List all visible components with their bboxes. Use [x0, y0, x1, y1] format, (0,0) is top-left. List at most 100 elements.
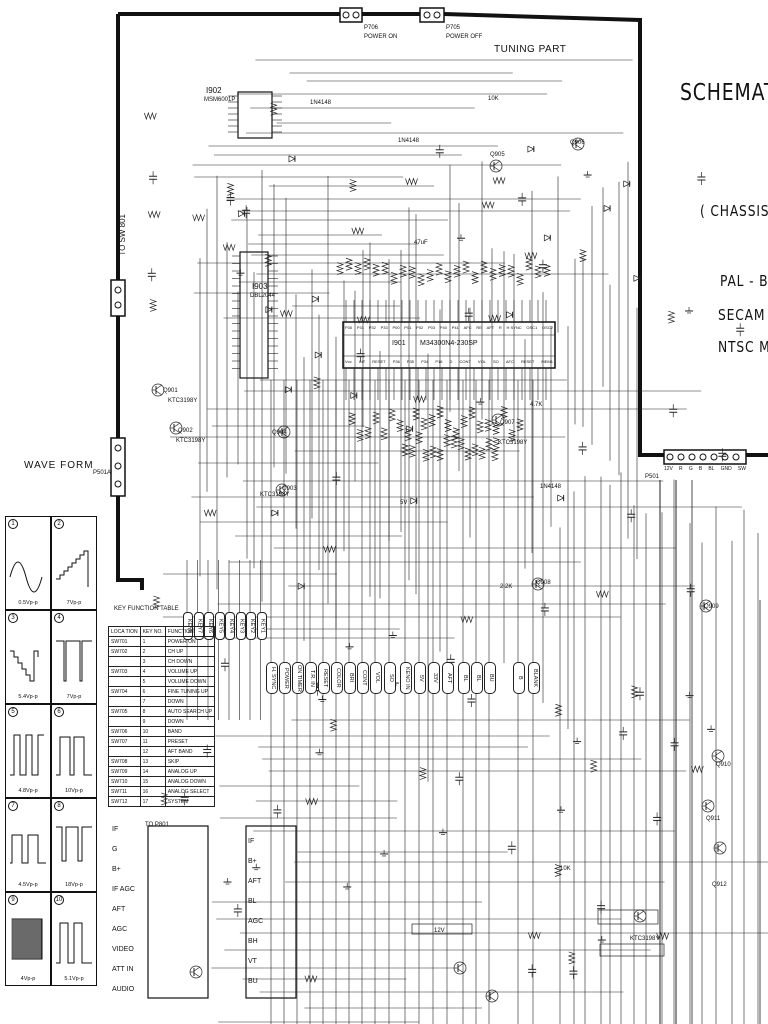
i901-pin: P34 [421, 359, 429, 364]
component-value: 2.2K [500, 584, 513, 590]
wire [143, 111, 157, 121]
system-pal: PAL - B [720, 272, 768, 290]
wire [535, 584, 543, 590]
kft-cell [108, 696, 141, 707]
wire [490, 448, 499, 462]
bus-pin-label: VOL [370, 662, 382, 694]
wire [284, 386, 293, 394]
kft-cell: SW709 [108, 766, 141, 777]
kft-cell: SW703 [108, 666, 141, 677]
wire [567, 951, 576, 965]
kft-cell: SW710 [108, 776, 141, 787]
wire [460, 615, 474, 624]
kft-cell: 10 [139, 726, 166, 737]
wire [506, 311, 514, 319]
bus-pin-label: ON TIMER [292, 662, 304, 694]
to-sw801-label: TO SW 801 [118, 214, 127, 256]
bus-pin-label: 5V [414, 662, 426, 694]
wire [717, 842, 725, 848]
wire [380, 261, 390, 275]
schematic-title: SCHEMATIC [680, 80, 768, 106]
component-value: 4.7K [530, 402, 543, 408]
tuner-io-label: IF AGC [112, 886, 135, 893]
wire [483, 418, 493, 432]
waveform-number: 2 [54, 519, 64, 529]
kft-cell: DOWN [164, 716, 216, 727]
i901-pin: P02 [416, 325, 424, 330]
wire [314, 351, 322, 359]
wire [425, 269, 435, 282]
i901-pin: P36 [392, 359, 400, 364]
key-function-table-title: KEY FUNCTION TABLE [114, 606, 179, 612]
waveform-trace [56, 550, 89, 587]
wire [435, 405, 445, 419]
tuner-right-label: AGC [248, 918, 264, 925]
wire [633, 274, 641, 282]
wire [703, 600, 711, 606]
i901-pin: P33 [380, 325, 388, 330]
waveform-number: 8 [54, 801, 64, 811]
kft-cell: 7 [139, 696, 166, 707]
wire [428, 445, 438, 459]
i902-ref: I902 [206, 86, 222, 95]
p501-label: P501 [645, 474, 660, 480]
kft-cell: 16 [139, 786, 166, 797]
waveform-amplitude: 7Vp-p [66, 694, 82, 700]
wire [281, 432, 289, 438]
waveform-cell: 4 7Vp-p [51, 610, 97, 704]
i901-pin: R [498, 325, 502, 330]
wire [279, 490, 287, 496]
chassis-label: ( CHASSIS [700, 202, 768, 220]
waveform-amplitude: 0.5Vp-p [18, 600, 38, 606]
wire [387, 408, 397, 422]
kft-cell: 3 [139, 656, 166, 667]
wire [414, 431, 424, 445]
bus-pin-label: BL [471, 662, 483, 694]
i901-pin: P35 [406, 359, 415, 364]
wire [238, 210, 246, 218]
wire [305, 797, 319, 806]
wire [637, 910, 645, 916]
wire [271, 509, 279, 517]
transistor-ref: Q903 [282, 486, 297, 492]
wire [435, 448, 445, 461]
wire [416, 273, 426, 287]
wire [353, 262, 363, 275]
wire [443, 270, 453, 284]
wire [407, 265, 417, 279]
wire [493, 166, 501, 172]
tuner-io-label: AFT [112, 906, 126, 913]
kft-header-key: KEY NO. [139, 626, 166, 637]
i901-pin: AFT [486, 325, 495, 330]
power-on-connector [339, 7, 363, 23]
waveform-amplitude: 4.8Vp-p [18, 788, 38, 794]
signal-box [597, 909, 659, 925]
i901-pin: P31 [356, 325, 364, 330]
wire [495, 420, 503, 426]
wire [578, 249, 587, 262]
bus-pin-label: BL [458, 662, 470, 694]
wire [443, 419, 453, 432]
wire [449, 435, 459, 449]
wire [173, 428, 181, 434]
wire [488, 267, 498, 281]
wire [575, 138, 583, 144]
kft-cell: VOLUME UP [164, 666, 216, 677]
kft-cell: 5 [139, 676, 166, 687]
waveform-number: 4 [54, 613, 64, 623]
kft-cell: SW707 [108, 736, 141, 747]
wire [456, 437, 466, 451]
kft-cell: 17 [139, 796, 166, 807]
wave-form-title: WAVE FORM [24, 460, 94, 471]
key-pin-label: KEY4 [225, 612, 235, 640]
p501a-connector [110, 437, 126, 497]
wire [147, 210, 161, 219]
